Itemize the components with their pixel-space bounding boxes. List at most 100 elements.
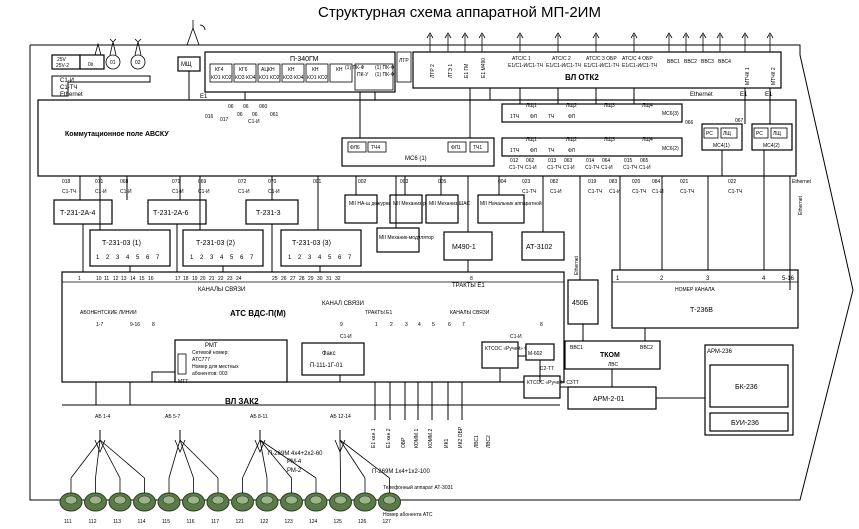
svg-text:01: 01: [110, 60, 116, 66]
svg-text:НОМЕР КАНАЛА: НОМЕР КАНАЛА: [675, 287, 715, 293]
connection-lines: [79, 88, 791, 440]
svg-text:2: 2: [660, 276, 664, 282]
svg-text:ЛЩ: ЛЩ: [773, 131, 781, 137]
svg-text:КО3: КО3: [235, 75, 245, 81]
mc4-2-block: РС ЛЩ МС4(2) 067: [735, 118, 793, 151]
svg-text:Коммутационное поле АВСКУ: Коммутационное поле АВСКУ: [65, 131, 169, 138]
svg-text:ПК-У: ПК-У: [357, 72, 369, 78]
fan-wire: [95, 439, 101, 479]
fan-wire: [242, 439, 261, 479]
svg-text:06: 06: [243, 104, 249, 110]
ats-num: 13: [121, 276, 127, 282]
phone-icon: [231, 492, 254, 512]
svg-text:С1-И: С1-И: [510, 334, 522, 340]
zak2-vert-label: ИК2 ОБР: [458, 426, 464, 448]
svg-text:(1) ПК-Ф: (1) ПК-Ф: [375, 72, 395, 78]
phone-number: 116: [187, 519, 195, 525]
ats-num: 8: [470, 276, 473, 282]
t231-num: 6: [146, 255, 150, 261]
svg-text:Сетевой номер:: Сетевой номер:: [192, 349, 229, 356]
svg-text:Е1 М490: Е1 М490: [481, 58, 487, 78]
svg-text:ВВС3: ВВС3: [701, 59, 714, 65]
svg-text:КО3: КО3: [283, 75, 293, 81]
svg-text:КГ4: КГ4: [215, 67, 224, 73]
svg-text:РС: РС: [706, 131, 713, 137]
svg-text:РМТ: РМТ: [205, 343, 218, 349]
svg-text:ЛЩ4: ЛЩ4: [642, 103, 653, 109]
fax-block: Факс П-111-1Г-01: [301, 342, 365, 376]
t231-num: 1: [190, 255, 194, 261]
svg-text:Е1/С1-И/С1-ТЧ: Е1/С1-И/С1-ТЧ: [508, 63, 543, 69]
svg-text:06: 06: [228, 104, 234, 110]
mc4-1-block: РС ЛЩ МС4(1) 066: [685, 120, 743, 151]
svg-text:КН: КН: [288, 67, 295, 73]
t231-03-blocks: Т-231-03 (1) Т-231-03 (2) Т-231-03 (3): [89, 229, 362, 267]
row-code-label: С1-ТЧ: [728, 189, 742, 195]
t231-num: 1: [96, 255, 100, 261]
t231-num: 2: [106, 255, 110, 261]
p340gm-block: П-340ГМ КГ4 КГ6 АЦКН КН КН КН КО1 КО2 КО…: [200, 51, 412, 108]
ats-bottom-num: 4: [418, 322, 421, 328]
phone-icon: [59, 492, 83, 512]
svg-text:М-602: М-602: [528, 351, 542, 357]
svg-text:ФЛ: ФЛ: [568, 148, 575, 154]
cable-4: П-269М 1х4+1х2-100: [372, 469, 431, 475]
svg-text:ФЛ1: ФЛ1: [451, 145, 461, 151]
outer-frame: [29, 44, 854, 501]
svg-text:С1-И: С1-И: [248, 119, 260, 125]
svg-text:Е1/С1-И/С1-ТЧ: Е1/С1-И/С1-ТЧ: [546, 63, 581, 69]
phone-number: 115: [162, 519, 170, 525]
at3102-block: АТ-3102: [521, 231, 565, 261]
phone-icon: [108, 492, 132, 512]
ats-num: 16: [148, 276, 154, 282]
svg-text:067: 067: [735, 118, 744, 124]
svg-text:АТС777: АТС777: [192, 357, 210, 363]
phone-number: 122: [260, 519, 269, 525]
fan-wire: [259, 439, 268, 479]
svg-text:АТС ВДС-П(М): АТС ВДС-П(М): [230, 309, 286, 318]
t231-num: 2: [200, 255, 204, 261]
svg-text:С1-И: С1-И: [340, 334, 352, 340]
row-code: 022: [728, 179, 737, 185]
row-code-label: С1-И: [172, 189, 184, 195]
phone-icon: [378, 492, 401, 512]
ats-bottom-num: 7: [462, 322, 465, 328]
m490-block: М490-1: [443, 231, 493, 261]
phone-number: 121: [236, 519, 245, 525]
ats-num: 32: [335, 276, 341, 282]
svg-text:МII Механик-модулятор: МII Механик-модулятор: [379, 235, 434, 241]
svg-text:МС6(2): МС6(2): [662, 146, 679, 152]
svg-text:КО1: КО1: [259, 75, 269, 81]
row-code: 003: [400, 179, 409, 185]
ats-num: 20: [200, 276, 206, 282]
svg-text:КАНАЛ СВЯЗИ: КАНАЛ СВЯЗИ: [322, 301, 364, 307]
t231-num: 1: [288, 255, 292, 261]
svg-text:АТС/С 4 ОБР: АТС/С 4 ОБР: [622, 56, 653, 62]
row-code-label: С1-И: [238, 189, 250, 195]
row-code: 002: [358, 179, 367, 185]
svg-text:ЛЩ2: ЛЩ2: [566, 137, 577, 143]
diagram-title: Структурная схема аппаратной МП-2ИМ: [318, 4, 601, 21]
svg-text:016: 016: [205, 114, 214, 120]
svg-text:КО4: КО4: [246, 75, 256, 81]
t231-2a6-block: Т-231-2А-6: [147, 199, 207, 225]
arm236-block: АРМ-236 БК-236 БУИ-236: [704, 344, 794, 436]
row-code: 005: [438, 179, 447, 185]
mid-code-label: С1-И: [525, 165, 537, 171]
b450-block: 450Б: [567, 279, 599, 325]
svg-text:МII НА-ш дежурным: МII НА-ш дежурным: [349, 201, 396, 207]
svg-text:АРМ-2-01: АРМ-2-01: [593, 396, 625, 403]
ats-bottom-num: 2: [390, 322, 393, 328]
svg-text:АЦКН: АЦКН: [261, 67, 275, 73]
svg-text:КН: КН: [312, 67, 319, 73]
svg-text:1: 1: [616, 276, 620, 282]
phone-icon: [255, 492, 279, 512]
svg-text:ЛТР 2: ЛТР 2: [430, 64, 436, 78]
fan-wire: [339, 439, 341, 479]
ats-num: 18: [183, 276, 189, 282]
t231-num: 7: [348, 255, 352, 261]
svg-text:066: 066: [685, 120, 694, 126]
phone-number: 114: [138, 519, 146, 525]
row-code: 084: [652, 179, 661, 185]
